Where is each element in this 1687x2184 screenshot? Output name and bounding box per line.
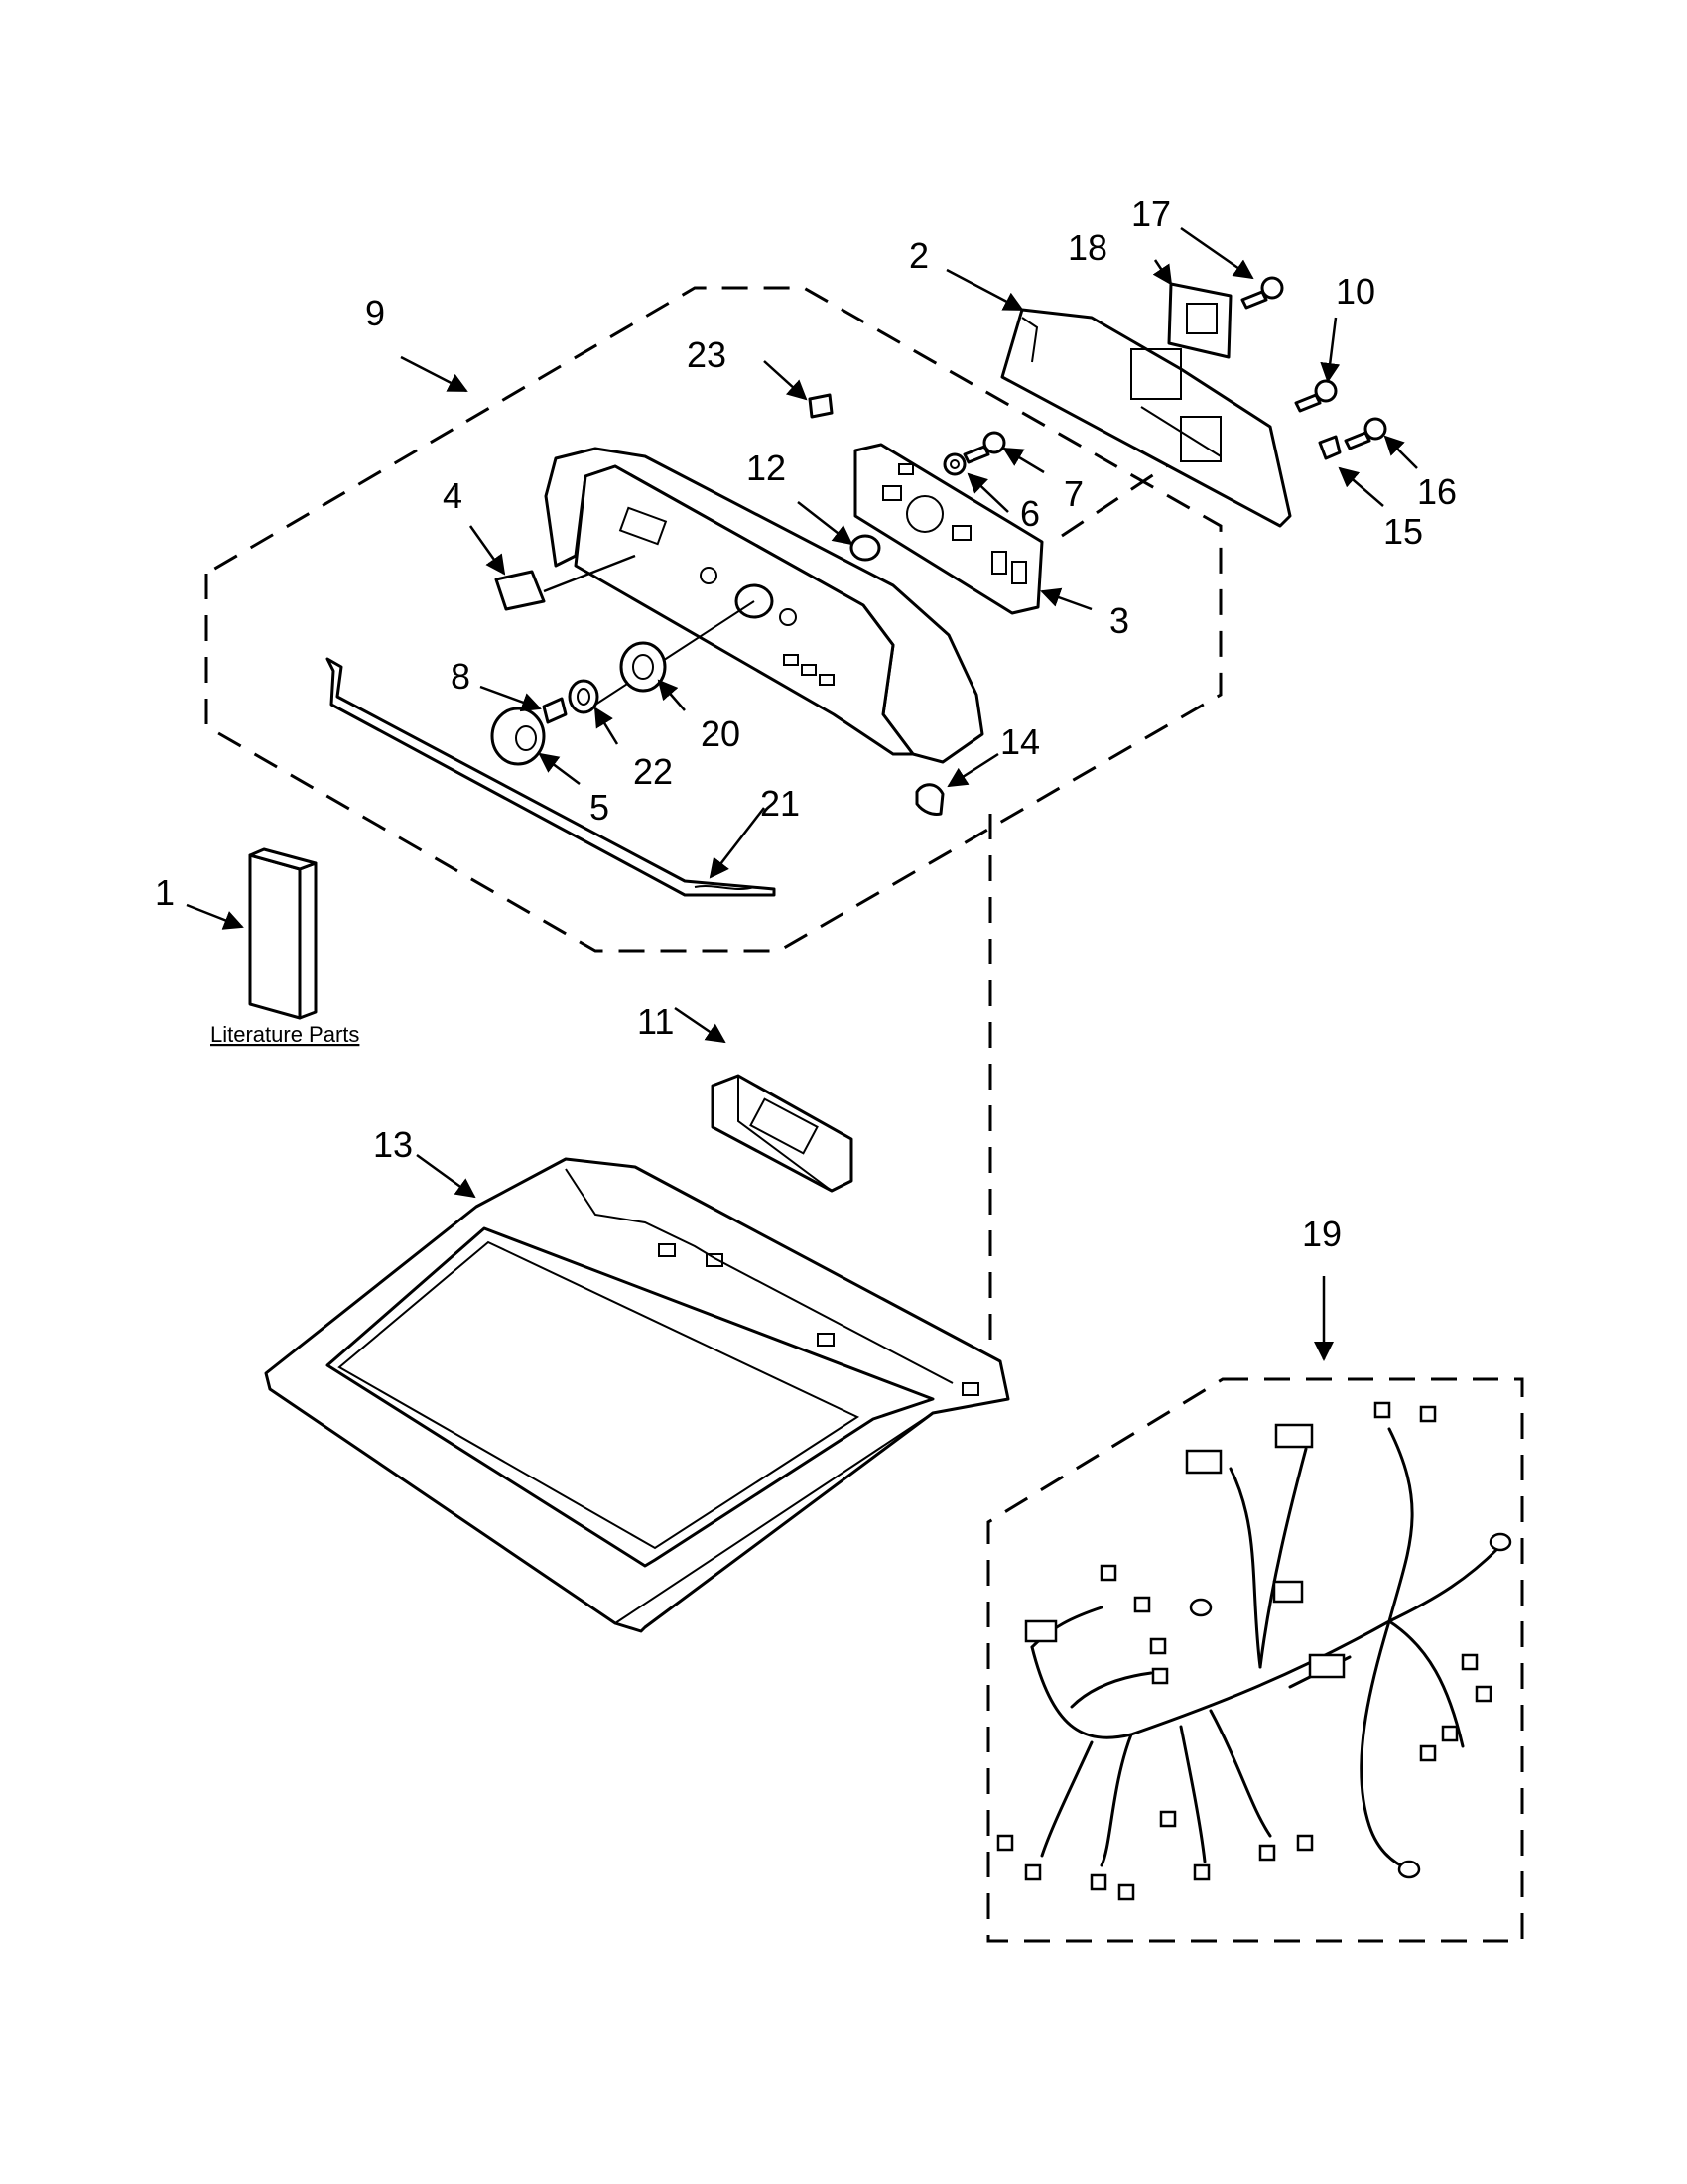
harness-connectors — [996, 1401, 1512, 1901]
callout-20: 20 — [701, 713, 740, 754]
callout-19: 19 — [1302, 1214, 1342, 1254]
callout-21: 21 — [760, 783, 800, 824]
callout-16: 16 — [1417, 471, 1457, 512]
callout-1: 1 — [155, 872, 175, 913]
literature-booklet — [248, 847, 318, 1020]
screw-17 — [1240, 276, 1284, 310]
callout-9: 9 — [365, 293, 385, 333]
light-strip-21 — [325, 657, 776, 897]
callout-7: 7 — [1064, 473, 1084, 514]
callout-3: 3 — [1109, 600, 1129, 641]
callout-numbers: 17 2 18 10 9 23 12 4 7 6 16 15 3 8 20 14… — [155, 193, 1457, 1254]
bezel-ring-20 — [619, 641, 667, 693]
clip-15 — [1318, 435, 1342, 460]
clip-14 — [915, 783, 945, 816]
callout-13: 13 — [373, 1124, 413, 1165]
screw-10 — [1294, 379, 1338, 413]
lens-to-console-leader — [543, 554, 636, 593]
clip-23 — [808, 393, 834, 419]
wire-harness — [1030, 1427, 1500, 1871]
knob-5 — [490, 707, 546, 766]
callout-17: 17 — [1131, 193, 1171, 234]
callout-4: 4 — [443, 475, 462, 516]
callout-11: 11 — [637, 1001, 674, 1042]
screw-16 — [1344, 417, 1387, 450]
screw-7 — [963, 431, 1006, 464]
harness-group-boundary — [986, 1377, 1524, 1943]
callout-12: 12 — [746, 448, 786, 488]
control-board — [853, 443, 1044, 615]
encoder-6 — [943, 452, 967, 476]
light-strip-21-end — [694, 885, 755, 890]
window-lens-4 — [494, 570, 546, 611]
callout-23: 23 — [687, 334, 726, 375]
knob-shaft — [594, 600, 755, 706]
literature-parts-label: Literature Parts — [210, 1022, 359, 1047]
callout-8: 8 — [451, 656, 470, 697]
lid-lock-assembly — [711, 1074, 853, 1193]
disc-12 — [849, 534, 881, 562]
top-panel — [264, 1157, 1010, 1633]
callout-6: 6 — [1020, 493, 1040, 534]
callout-15: 15 — [1383, 511, 1423, 552]
callout-14: 14 — [1000, 721, 1040, 762]
rear-console-bracket — [1000, 308, 1292, 528]
callout-5: 5 — [589, 787, 609, 828]
insert-8 — [542, 697, 568, 724]
ring-22 — [568, 679, 599, 714]
console-group-boundary — [204, 286, 1223, 953]
bracket-plate — [1167, 282, 1233, 359]
callout-18: 18 — [1068, 227, 1107, 268]
callout-leaders — [186, 226, 1418, 1361]
callout-22: 22 — [633, 751, 673, 792]
callout-2: 2 — [909, 235, 929, 276]
callout-10: 10 — [1336, 271, 1375, 312]
